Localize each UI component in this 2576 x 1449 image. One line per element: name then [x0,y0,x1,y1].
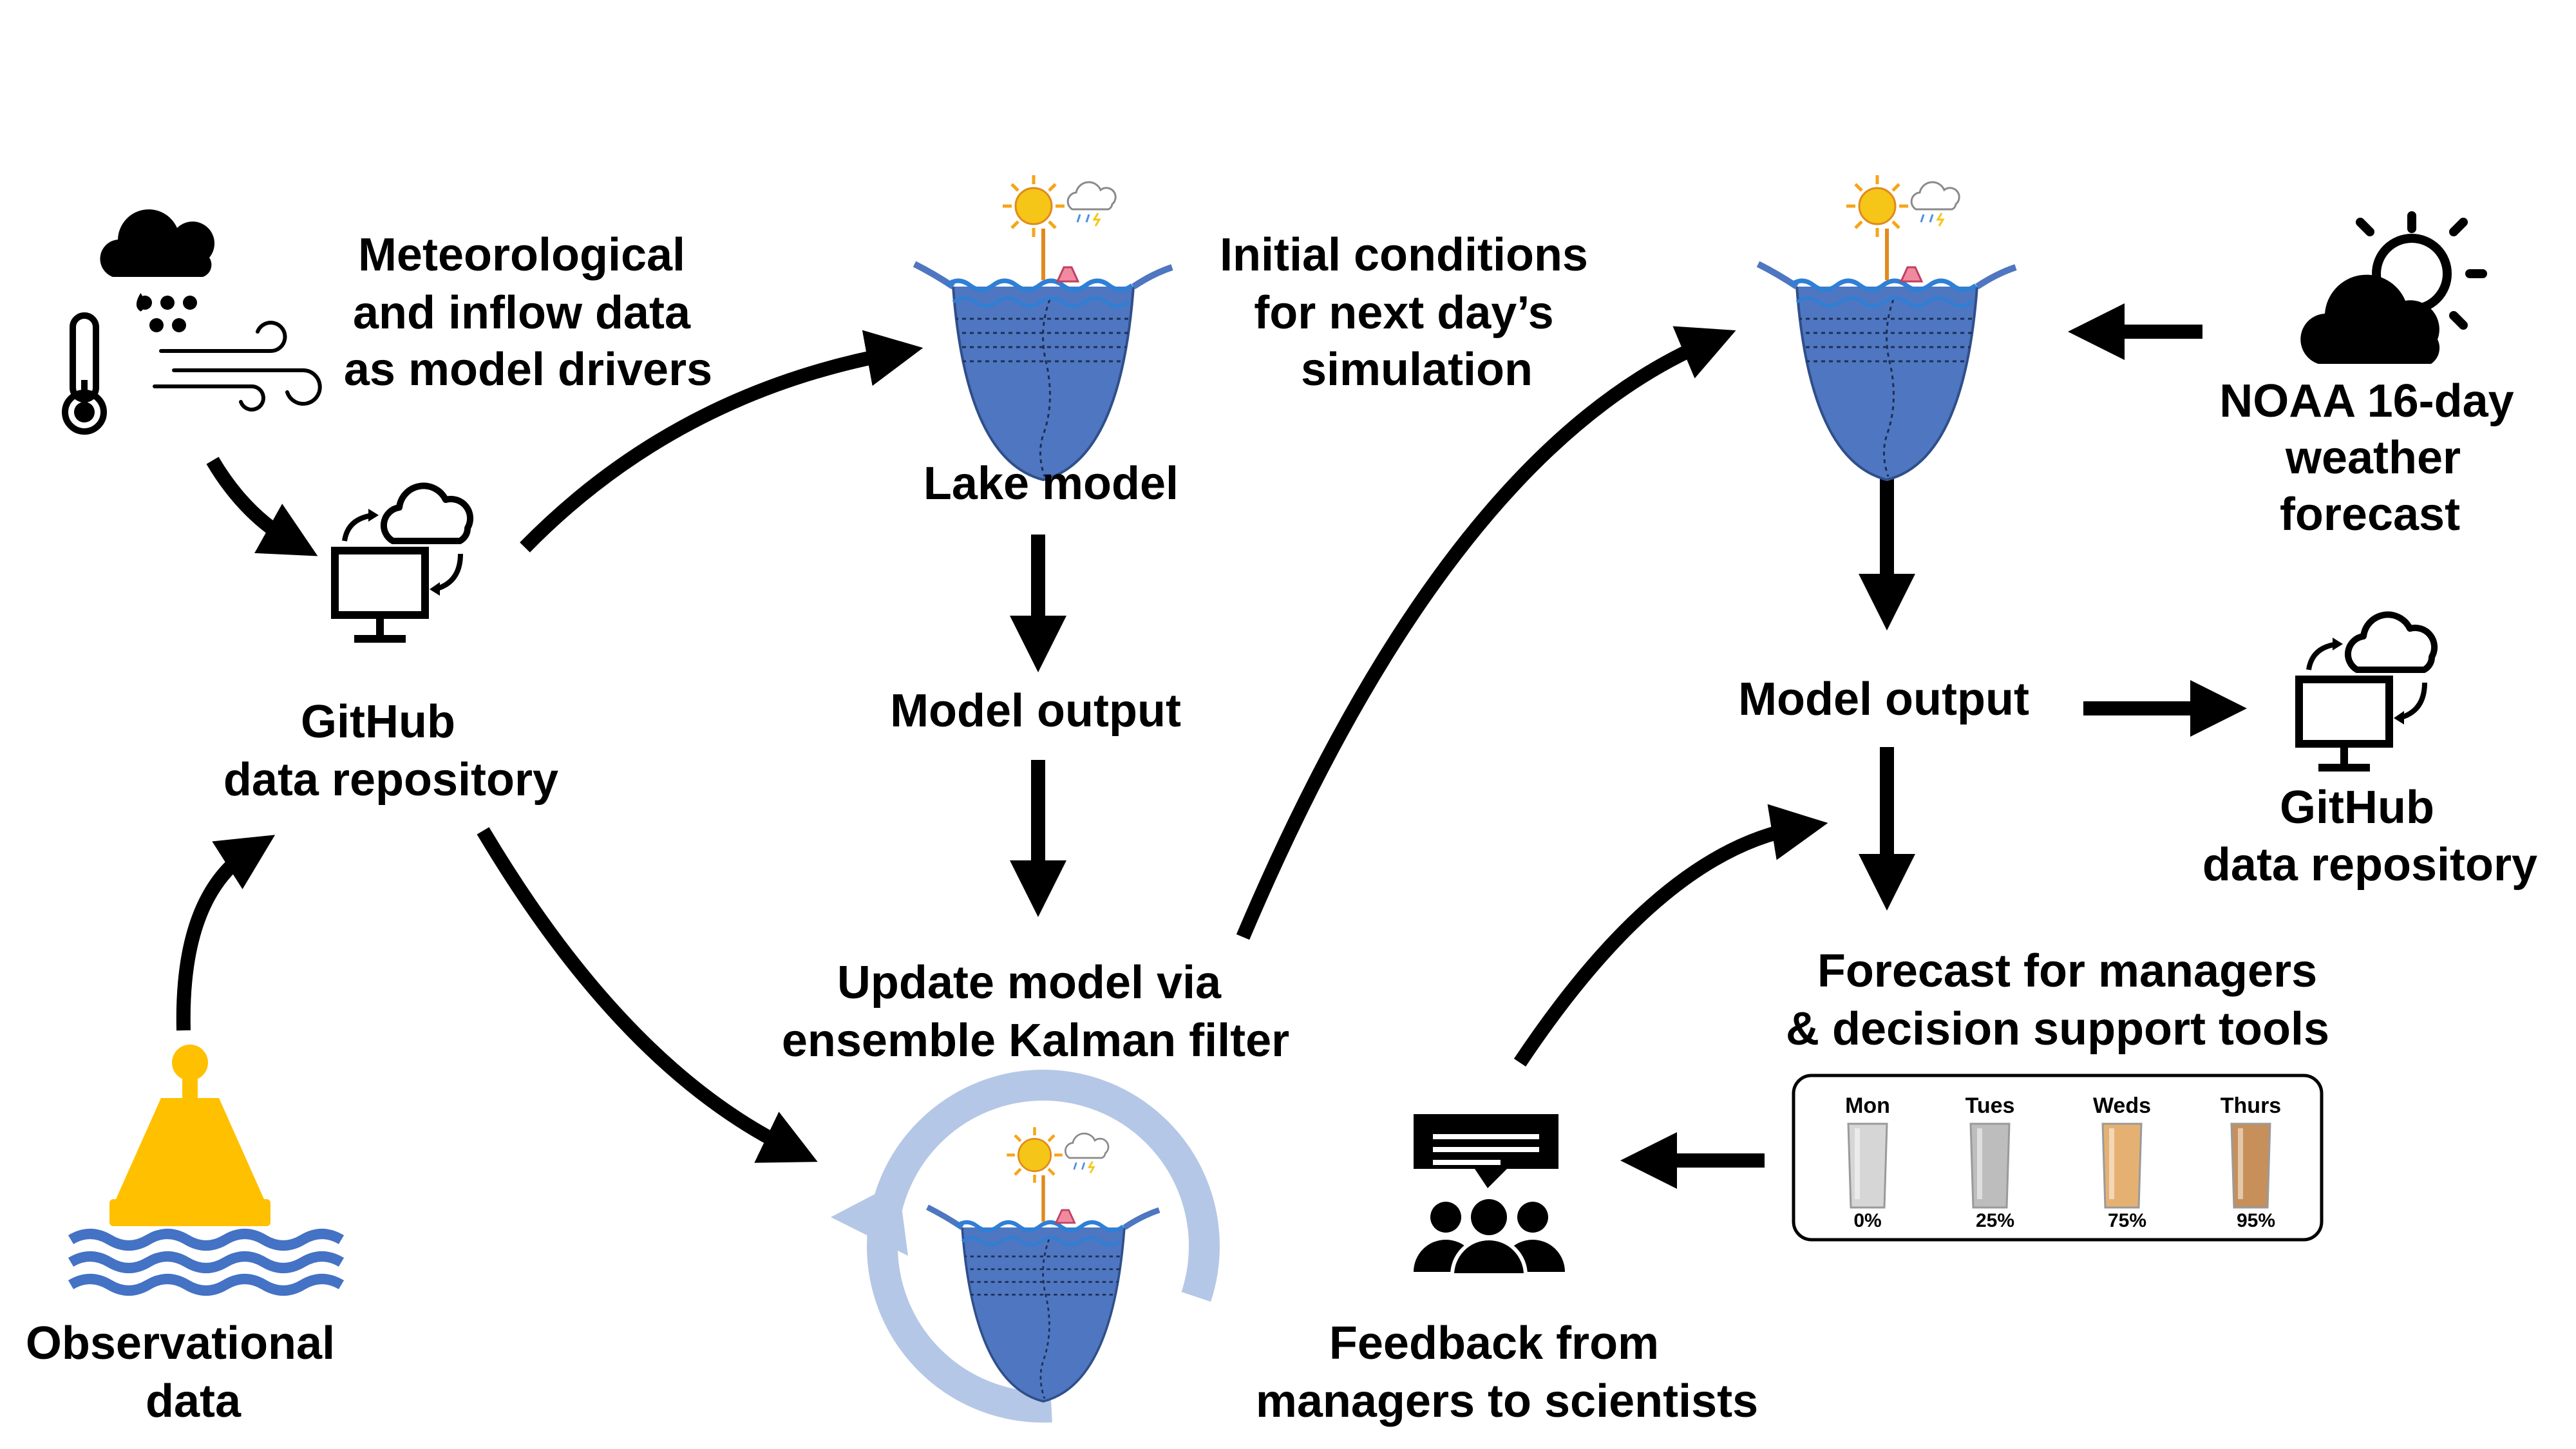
github-left-label: GitHub data repository [223,696,558,806]
group-speech-bubble-icon [1414,1114,1565,1277]
observational-label: Observational data [26,1318,348,1427]
forecast-percent-label: 95% [2237,1210,2275,1231]
buoy-icon [68,1045,345,1296]
water-glass-icon [2101,1122,2143,1209]
glass-shine [2109,1128,2114,1199]
github-right-icon [2299,614,2434,768]
forecast-day-label: Tues [1965,1094,2015,1118]
forecast-day-label: Mon [1845,1094,1890,1118]
forecast-day-weds: Weds 75% [2093,1094,2151,1231]
forecast-percent-label: 75% [2108,1210,2146,1231]
water-glass-icon [1847,1122,1888,1209]
glass-shine [2238,1128,2243,1199]
forecast-day-label: Thurs [2221,1094,2281,1118]
water-glass-icon [2230,1122,2271,1209]
forecast-label: Forecast for managers & decision support… [1786,945,2330,1055]
forecast-day-label: Weds [2093,1094,2151,1118]
model-output-right-label: Model output [1738,674,2029,725]
github-left-icon [335,486,470,639]
water-glass-icon [1969,1122,2011,1209]
noaa-label: NOAA 16-day weather forecast [2219,375,2526,540]
forecast-day-tues: Tues 25% [1965,1094,2015,1231]
met-data-label: Meteorological and inflow data as model … [344,229,712,395]
arrow-feedback-to-model-output [1513,804,1828,1067]
arrow-observational-to-github [176,835,276,1031]
arrow-update-to-next-lake [1236,326,1736,940]
forecast-day-mon: Mon 0% [1845,1094,1890,1231]
update-lake-icon [927,1127,1159,1401]
github-right-label: GitHub data repository [2202,782,2537,891]
lake-model-label: Lake model [923,458,1179,509]
forecast-panel: Mon 0% Tues 25% Weds 75% Thurs 95% [1792,1074,2324,1242]
lake-model-icon [914,175,1172,480]
feedback-label: Feedback from managers to scientists [1256,1318,1758,1427]
model-output-left-label: Model output [890,685,1181,737]
initial-conditions-label: Initial conditions for next day’s simula… [1220,229,1601,395]
arrow-github-to-lake-model [520,330,923,553]
glass-shine [1977,1128,1982,1199]
arrow-github-to-update [477,827,818,1163]
arrow-weather-to-github [206,457,318,556]
glass-shine [1855,1128,1860,1199]
cycle-arrow-icon [831,1070,1220,1423]
forecast-percent-label: 0% [1853,1210,1881,1231]
sun-cloud-icon [2300,211,2487,364]
forecast-percent-label: 25% [1976,1210,2014,1231]
update-model-label: Update model via ensemble Kalman filter [782,957,1289,1066]
rain-cloud-thermometer-wind-icon [62,209,322,435]
forecast-day-thurs: Thurs 95% [2221,1094,2281,1231]
lake-next-day-icon [1758,175,2016,480]
